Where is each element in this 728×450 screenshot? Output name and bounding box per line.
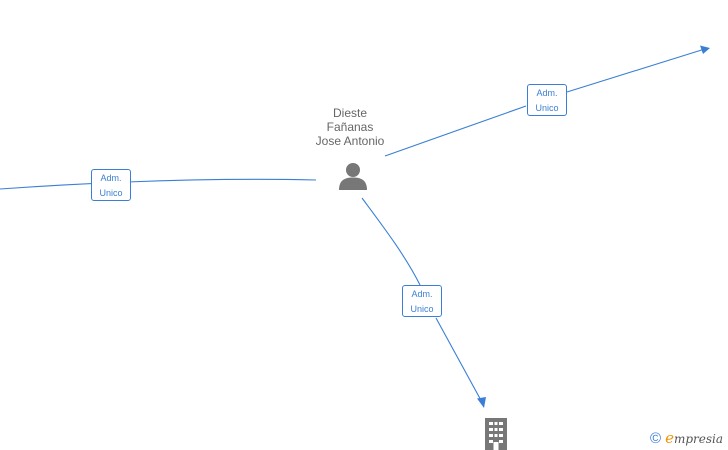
person-icon[interactable] [337, 160, 369, 192]
relation-type: Unico [410, 304, 434, 314]
person-name: Dieste Fañanas Jose Antonio [300, 106, 400, 148]
relation-role: Adm. [411, 289, 433, 299]
edge-northeast [384, 47, 709, 157]
person-name-line-3: Jose Antonio [315, 134, 385, 148]
person-name-line-1: Dieste [332, 106, 367, 120]
relation-role: Adm. [100, 173, 122, 183]
relation-badge-northeast[interactable]: Adm. Unico [527, 84, 567, 116]
brand-logo-e: e [665, 429, 674, 447]
edge-west [0, 178, 317, 190]
building-icon[interactable] [480, 416, 512, 450]
relation-role: Adm. [536, 88, 558, 98]
relation-type: Unico [535, 103, 559, 113]
copyright-icon: © [650, 429, 662, 447]
relation-type: Unico [99, 188, 123, 198]
person-name-line-2: Fañanas [326, 120, 374, 134]
relation-badge-south[interactable]: Adm. Unico [402, 285, 442, 317]
brand-logo: empresia [665, 429, 723, 447]
relation-badge-west[interactable]: Adm. Unico [91, 169, 131, 201]
watermark: © empresia [650, 428, 723, 448]
arrowhead-south [477, 397, 486, 408]
brand-logo-rest: mpresia [673, 432, 724, 446]
arrowhead-northeast [700, 45, 710, 54]
edge-south [361, 197, 484, 405]
